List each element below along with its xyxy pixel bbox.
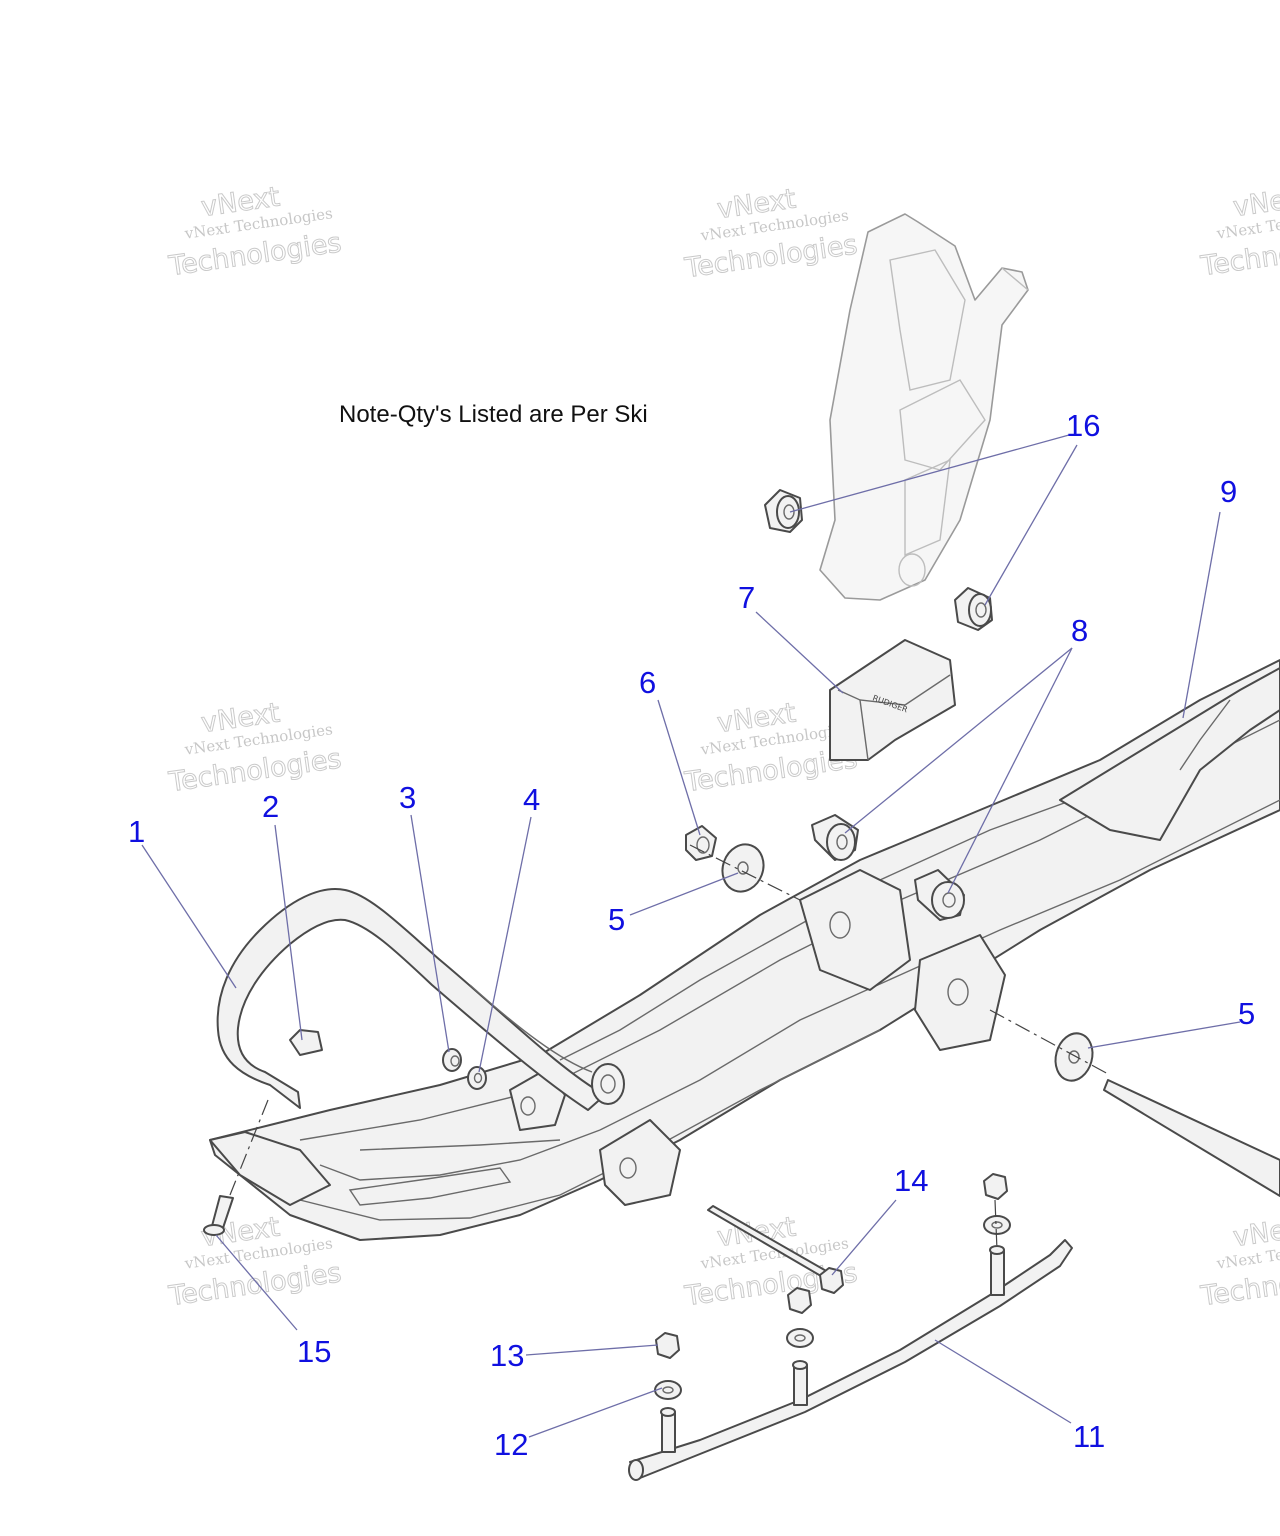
watermark: vNext vNext Technologies Technologies: [1198, 181, 1280, 283]
callout-13: 13: [490, 1338, 524, 1373]
callout-14: 14: [894, 1163, 928, 1198]
ski-spindle: [819, 213, 1029, 601]
callout-1: 1: [128, 814, 145, 849]
callout-12: 12: [494, 1427, 528, 1462]
callout-4: 4: [523, 782, 540, 817]
callout-15: 15: [297, 1334, 331, 1369]
callout-9: 9: [1220, 474, 1237, 509]
watermark: vNext vNext Technologies Technologies: [166, 181, 344, 283]
part-12-washer: [654, 1215, 1011, 1400]
watermark: vNext vNext Technologies Technologies: [1198, 1211, 1280, 1313]
part-13-nut: [655, 1173, 1008, 1359]
part-2-bumper: [289, 1029, 323, 1056]
callout-7: 7: [738, 580, 755, 615]
part-11-carbide-runner: [628, 1239, 1073, 1481]
watermark: vNext vNext Technologies Technologies: [682, 183, 860, 285]
part-7-wear-block: RUDIGER: [829, 639, 956, 761]
part-15-bolt: [203, 1195, 234, 1236]
ski-body: [209, 659, 1280, 1241]
part-8-spacer-lower: [914, 869, 965, 921]
leader-lines: [141, 434, 1241, 1438]
callout-2: 2: [262, 789, 279, 824]
note-text: Note-Qty's Listed are Per Ski: [339, 401, 648, 428]
callout-3: 3: [399, 780, 416, 815]
callout-5a: 5: [608, 902, 625, 937]
callout-6: 6: [639, 665, 656, 700]
part-5-washer-upper: [721, 843, 765, 893]
watermark: vNext vNext Technologies Technologies: [682, 1211, 860, 1313]
part-6-bushing: [685, 825, 717, 861]
part-8-spacer-upper: [811, 814, 859, 861]
part-3-bushing: [442, 1048, 462, 1072]
callout-11: 11: [1073, 1419, 1105, 1454]
watermark: vNext vNext Technologies Technologies: [166, 697, 344, 799]
part-16-bushing-upper: [764, 489, 803, 533]
part-16-bushing-lower: [954, 587, 993, 631]
assembly-axes: [229, 844, 1111, 1251]
part-5-washer-lower: [1054, 1032, 1094, 1082]
part-4-washer: [467, 1066, 487, 1090]
callout-8: 8: [1071, 613, 1088, 648]
callout-5b: 5: [1238, 996, 1255, 1031]
part-1-ski-loop: [216, 888, 625, 1111]
callout-16: 16: [1066, 408, 1100, 443]
pivot-bolt: [1103, 1079, 1280, 1197]
callout-labels: 1 2 3 4 5 5 6 7 8 9 11 12 13 14 15 16: [128, 408, 1255, 1462]
